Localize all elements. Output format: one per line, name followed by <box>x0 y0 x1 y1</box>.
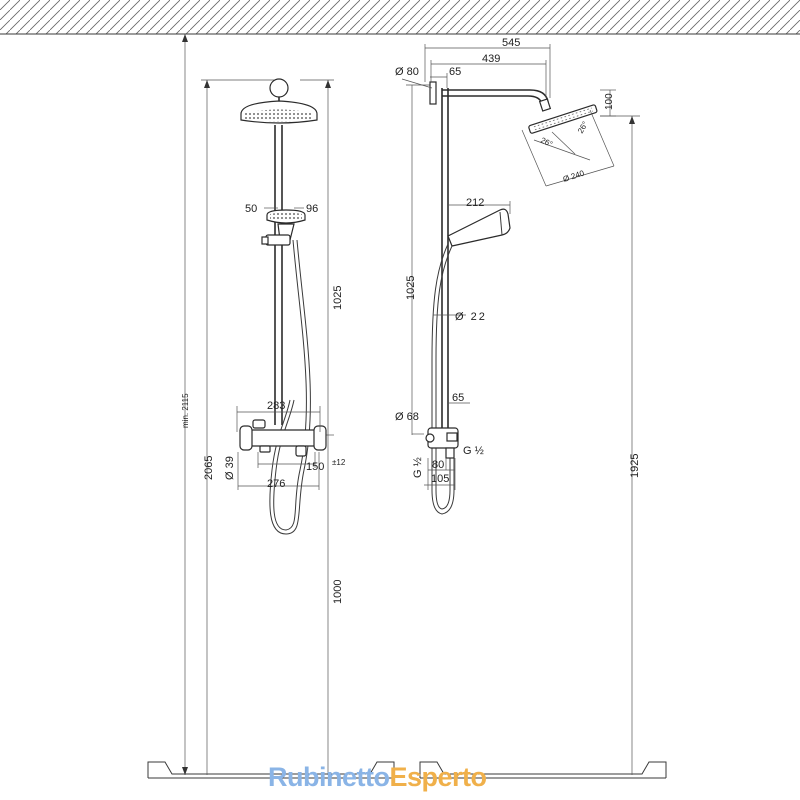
dim-arm-inner: 439 <box>482 53 500 65</box>
dim-depth-105: 105 <box>431 473 449 485</box>
shower-tray <box>147 761 667 779</box>
dim-depth-80: 80 <box>432 459 444 471</box>
dim-inlet-span: 150 <box>306 461 324 473</box>
dim-min-height: min. 2115 <box>181 393 190 428</box>
dim-wall-rose: Ø 80 <box>395 66 419 78</box>
ceiling-hatching <box>0 0 800 35</box>
watermark-part-2: Esperto <box>389 762 487 792</box>
dim-thread-right: G ½ <box>463 445 484 457</box>
dim-head-diameter: Ø 240 <box>562 168 586 183</box>
dim-mixer-width: 283 <box>267 400 285 412</box>
dim-head-height: 1925 <box>629 454 641 478</box>
dim-total-height: 2065 <box>203 456 215 480</box>
dim-mixer-knob: Ø 39 <box>224 456 236 480</box>
dim-hand-50: 50 <box>245 203 257 215</box>
dim-inlet-tol: ±12 <box>332 458 346 467</box>
dim-mixer-base: 276 <box>267 478 285 490</box>
overall-dimension-lines <box>182 34 640 775</box>
dim-rail-upper: 1025 <box>332 286 344 310</box>
watermark-part-1: Rubinetto <box>268 762 390 792</box>
dim-rail-lower: 1000 <box>332 580 344 604</box>
dim-head-angle-b: 26° <box>576 120 590 135</box>
dim-flange: Ø 68 <box>395 411 419 423</box>
side-view-shower <box>425 81 598 515</box>
dim-thread-left: G ½ <box>412 457 424 478</box>
side-view-dimension-lines <box>401 44 616 490</box>
dim-arm-length: 545 <box>502 37 520 49</box>
dim-hand-96: 96 <box>306 203 318 215</box>
dim-rose-offset: 65 <box>449 66 461 78</box>
dim-pipe-diameter: Ø 22 <box>455 311 487 323</box>
watermark-logo: RubinettoEsperto <box>268 762 487 793</box>
front-view-shower <box>239 78 327 535</box>
dim-side-rail: 1025 <box>405 276 417 300</box>
front-view-dimension-lines <box>236 207 321 490</box>
dim-head-angle-a: 26° <box>539 136 554 149</box>
dim-hand-reach: 212 <box>466 197 484 209</box>
dim-inlet-offset: 65 <box>452 392 464 404</box>
dim-head-drop: 100 <box>604 93 615 110</box>
dimension-labels: min. 2115 2065 1025 1000 1925 1025 545 4… <box>181 37 641 604</box>
